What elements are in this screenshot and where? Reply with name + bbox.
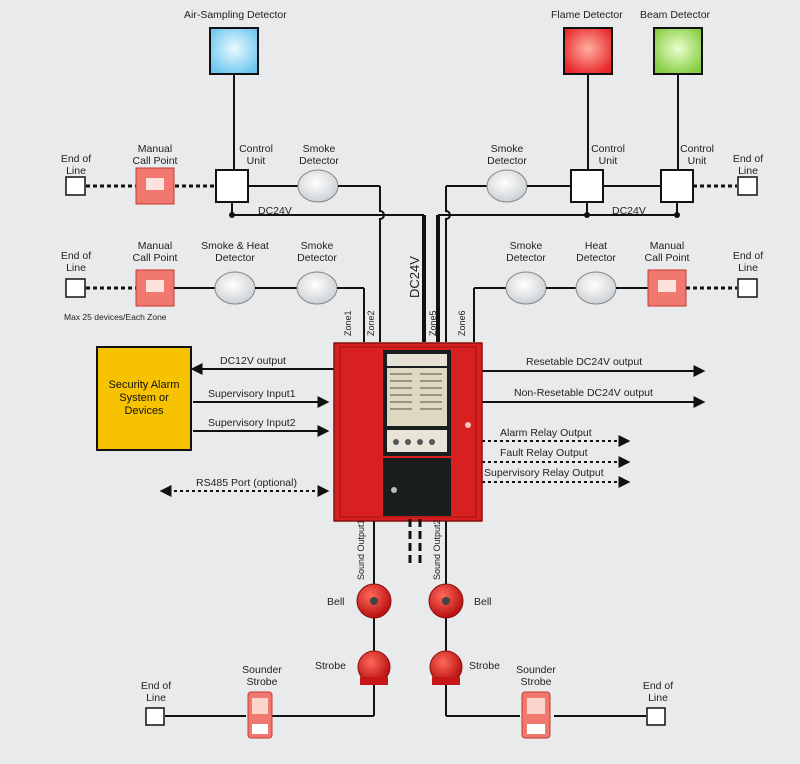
control-unit-icon (215, 169, 249, 203)
control-unit-icon (570, 169, 604, 203)
security-alarm-box (96, 346, 192, 451)
sound-output2-label: Sound Output2 (432, 519, 442, 580)
end-of-line-label: End of Line (140, 680, 172, 704)
end-of-line-icon (65, 176, 86, 196)
smoke-detector-icon (296, 271, 338, 305)
sounder-strobe-label: Sounder Strobe (516, 664, 556, 688)
sounder-strobe-label: Sounder Strobe (242, 664, 282, 688)
heat-detector-icon (575, 271, 617, 305)
panel-lock-icon (465, 422, 471, 428)
smoke-detector-icon (505, 271, 547, 305)
air-sampling-detector-icon (209, 27, 259, 75)
end-of-line-icon (65, 278, 86, 298)
fault-relay-output-label: Fault Relay Output (500, 447, 588, 459)
flame-detector-label: Flame Detector (551, 9, 623, 21)
supervisory-input2-label: Supervisory Input2 (208, 417, 296, 429)
heat-detector-label: Heat Detector (576, 240, 616, 264)
smoke-detector-label: Smoke Detector (506, 240, 546, 264)
bell-label: Bell (327, 596, 345, 608)
sound-output1-label: Sound Output1 (356, 519, 366, 580)
end-of-line-label: End of Line (60, 250, 92, 274)
dc24v-label: DC24V (612, 205, 646, 217)
rs485-port-label: RS485 Port (optional) (196, 477, 297, 489)
dc24v-vertical-label: DC24V (407, 256, 422, 298)
control-unit-label: Control Unit (680, 143, 714, 167)
smoke-detector-label: Smoke Detector (297, 240, 337, 264)
smoke-detector-icon (486, 169, 528, 203)
dc12v-output-label: DC12V output (220, 355, 286, 367)
flame-detector-icon (563, 27, 613, 75)
manual-call-point-label: Manual Call Point (132, 240, 178, 264)
manual-call-point-label: Manual Call Point (644, 240, 690, 264)
supervisory-relay-output-label: Supervisory Relay Output (484, 467, 604, 479)
zone5-label: Zone5 (428, 310, 438, 336)
control-unit-label: Control Unit (591, 143, 625, 167)
smoke-heat-detector-label: Smoke & Heat Detector (201, 240, 269, 264)
end-of-line-icon (646, 707, 666, 726)
resettable-dc24v-label: Resetable DC24V output (526, 356, 643, 368)
end-of-line-label: End of Line (642, 680, 674, 704)
alarm-relay-output-label: Alarm Relay Output (500, 427, 592, 439)
supervisory-input1-label: Supervisory Input1 (208, 388, 296, 400)
end-of-line-label: End of Line (60, 153, 92, 177)
end-of-line-icon (737, 278, 758, 298)
zone1-label: Zone1 (343, 310, 353, 336)
strobe-label: Strobe (315, 660, 346, 672)
smoke-heat-detector-icon (214, 271, 256, 305)
strobe-label: Strobe (469, 660, 500, 672)
end-of-line-icon (145, 707, 165, 726)
security-alarm-label: Security Alarm System or Devices (108, 379, 180, 417)
air-sampling-detector-label: Air-Sampling Detector (184, 9, 287, 21)
zone2-label: Zone2 (366, 310, 376, 336)
beam-detector-label: Beam Detector (640, 9, 711, 21)
dc24v-label: DC24V (258, 205, 292, 217)
control-unit-label: Control Unit (239, 143, 273, 167)
end-of-line-icon (737, 176, 758, 196)
zone6-label: Zone6 (457, 310, 467, 336)
max-devices-note: Max 25 devices/Each Zone (64, 312, 167, 322)
smoke-detector-label: Smoke Detector (487, 143, 527, 167)
manual-call-point-label: Manual Call Point (132, 143, 178, 167)
control-unit-icon (660, 169, 694, 203)
non-resettable-dc24v-label: Non-Resetable DC24V output (514, 387, 653, 399)
end-of-line-label: End of Line (732, 250, 764, 274)
smoke-detector-icon (297, 169, 339, 203)
bell-label: Bell (474, 596, 492, 608)
end-of-line-label: End of Line (732, 153, 764, 177)
smoke-detector-label: Smoke Detector (299, 143, 339, 167)
beam-detector-icon (653, 27, 703, 75)
